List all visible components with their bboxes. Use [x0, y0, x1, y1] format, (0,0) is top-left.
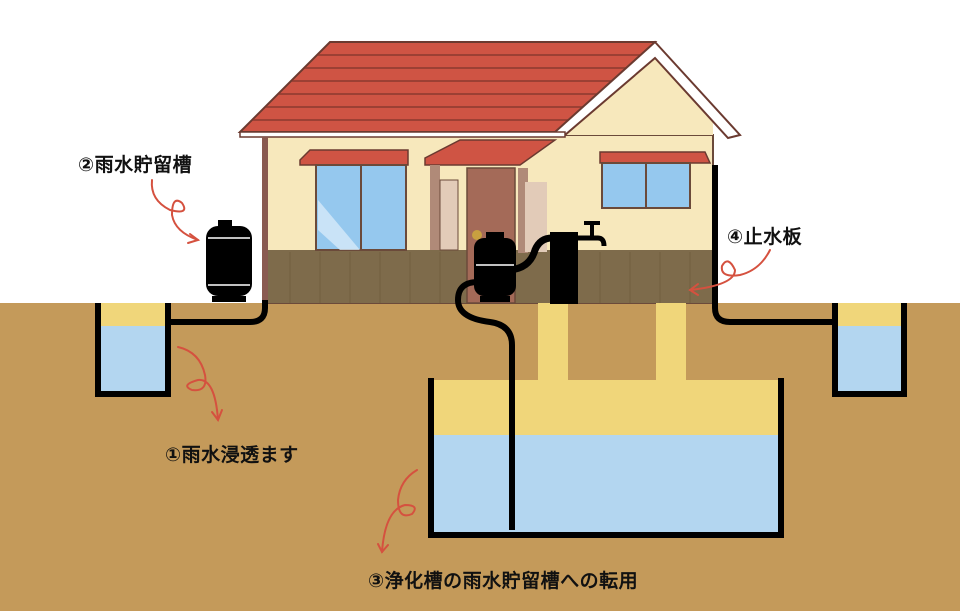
left-pipe	[168, 300, 268, 325]
right-infiltration-pit	[832, 303, 907, 397]
faucet-post	[550, 221, 607, 304]
label-infiltration-basin: ①雨水浸透ます	[165, 444, 299, 466]
arrow-infiltration	[177, 346, 219, 421]
right-pipe	[712, 165, 836, 325]
pump-tank	[474, 232, 516, 302]
left-infiltration-pit	[95, 303, 171, 397]
converted-septic-tank	[428, 303, 784, 538]
label-septic-conversion: ③浄化槽の雨水貯留槽への転用	[368, 570, 639, 592]
rain-storage-tank	[206, 220, 252, 302]
label-storage-tank: ②雨水貯留槽	[78, 154, 193, 176]
arrow-septic	[381, 469, 418, 553]
pump-hose	[454, 279, 515, 530]
arrow-storage-tank	[150, 179, 199, 241]
arrow-water-stop	[689, 249, 771, 291]
label-water-stop-board: ④止水板	[727, 226, 803, 248]
